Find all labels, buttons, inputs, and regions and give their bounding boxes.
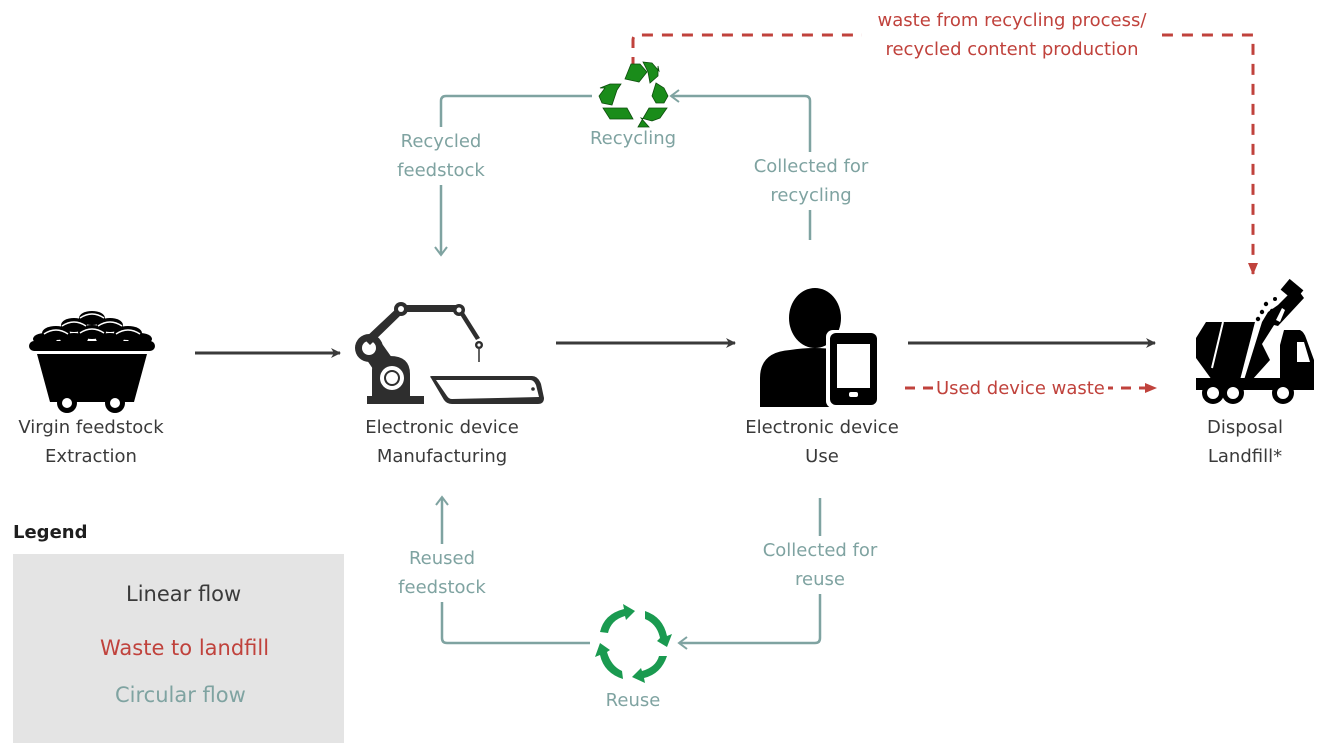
node-disposal-label: Disposal Landfill* bbox=[1185, 413, 1305, 471]
legend-item-linear: Linear flow bbox=[122, 581, 246, 607]
flow-recycling-waste bbox=[631, 33, 1258, 275]
flow-reused-feedstock-label: Reused feedstock bbox=[387, 544, 497, 602]
flow-collected-recycling-line1: Collected for bbox=[753, 156, 869, 177]
flow-collected-recycling-label: Collected for recycling bbox=[745, 152, 877, 210]
node-reuse-label: Reuse bbox=[583, 686, 683, 715]
flow-reused-feedstock-line1: Reused bbox=[408, 548, 476, 569]
node-disposal-line1: Disposal bbox=[1206, 417, 1284, 438]
flow-recycling-waste-line1: waste from recycling process/ bbox=[877, 10, 1147, 31]
node-manufacturing-line2: Manufacturing bbox=[376, 446, 508, 467]
flow-collected-reuse-line2: reuse bbox=[795, 569, 845, 590]
node-recycling-label: Recycling bbox=[589, 128, 677, 149]
mine-cart-icon bbox=[29, 311, 155, 413]
robot-arm-icon bbox=[355, 302, 544, 404]
flow-recycling-to-manufacturing bbox=[434, 94, 592, 257]
node-manufacturing-line1: Electronic device bbox=[365, 417, 519, 438]
reuse-cycle-icon bbox=[595, 604, 672, 683]
flow-recycled-feedstock-line2: feedstock bbox=[397, 160, 485, 181]
node-extraction-line1: Virgin feedstock bbox=[18, 417, 164, 438]
flow-reuse-to-manufacturing bbox=[435, 495, 590, 645]
node-manufacturing-label: Electronic device Manufacturing bbox=[357, 413, 527, 471]
node-use-label: Electronic device Use bbox=[737, 413, 907, 471]
flow-recycled-feedstock-line1: Recycled bbox=[400, 131, 482, 152]
flow-collected-reuse-line1: Collected for bbox=[762, 540, 878, 561]
node-disposal-line2: Landfill* bbox=[1207, 446, 1283, 467]
node-extraction-label: Virgin feedstock Extraction bbox=[6, 413, 176, 471]
flow-recycled-feedstock-label: Recycled feedstock bbox=[386, 127, 496, 185]
flow-collected-recycling-line2: recycling bbox=[770, 185, 852, 206]
legend-title: Legend bbox=[13, 522, 88, 543]
node-use-line2: Use bbox=[805, 446, 839, 467]
legend-item-waste: Waste to landfill bbox=[96, 635, 274, 661]
flow-use-to-reuse bbox=[677, 498, 822, 650]
flow-reused-feedstock-line2: feedstock bbox=[398, 577, 486, 598]
flow-recycling-waste-label: waste from recycling process/ recycled c… bbox=[862, 6, 1162, 64]
node-use-line1: Electronic device bbox=[745, 417, 899, 438]
flow-used-device-waste-label: Used device waste bbox=[933, 374, 1108, 403]
recycle-icon bbox=[598, 61, 669, 128]
flow-collected-reuse-label: Collected for reuse bbox=[754, 536, 886, 594]
person-phone-icon bbox=[760, 288, 880, 408]
garbage-truck-icon bbox=[1196, 278, 1314, 404]
legend-item-circular: Circular flow bbox=[111, 682, 250, 708]
node-extraction-line2: Extraction bbox=[45, 446, 137, 467]
flow-use-to-recycling bbox=[669, 89, 812, 240]
flow-recycling-waste-line2: recycled content production bbox=[885, 39, 1139, 60]
